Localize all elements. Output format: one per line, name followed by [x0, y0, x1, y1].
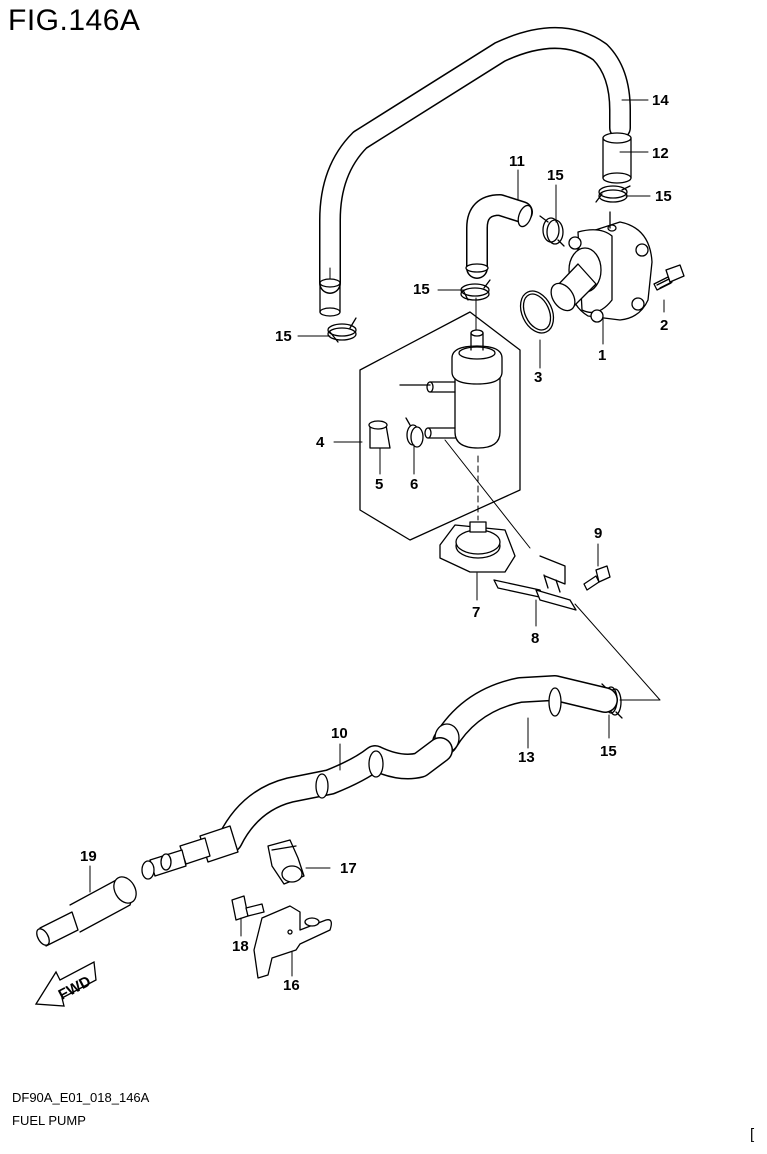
fuel-pump-1 — [550, 211, 653, 323]
hose-10 — [217, 737, 453, 853]
corner-mark: [ — [750, 1126, 755, 1143]
callout-8: 8 — [531, 630, 539, 647]
callout-15-lower: 15 — [600, 743, 617, 760]
callout-2: 2 — [660, 317, 668, 334]
callout-13: 13 — [518, 749, 535, 766]
bolt-18 — [231, 895, 265, 921]
leader-lines — [89, 99, 665, 977]
diagram-code: DF90A_E01_018_146A — [12, 1090, 150, 1105]
callout-14: 14 — [652, 92, 669, 109]
filter-assembly-4 — [359, 311, 521, 541]
callout-11: 11 — [509, 153, 525, 170]
cap-5 — [368, 420, 391, 449]
clip-15-right — [595, 185, 631, 203]
callout-9: 9 — [594, 525, 602, 542]
clip-17 — [267, 839, 305, 885]
hose-12 — [602, 132, 632, 184]
tube-19 — [36, 876, 137, 947]
o-ring-3 — [519, 290, 555, 334]
callout-4: 4 — [316, 434, 325, 451]
callout-3: 3 — [534, 369, 542, 386]
bolt-2 — [653, 264, 685, 291]
callout-5: 5 — [375, 476, 383, 493]
clip-15-left — [327, 317, 357, 343]
bolt-9 — [583, 565, 611, 591]
callout-18: 18 — [232, 938, 249, 955]
callout-17: 17 — [340, 860, 357, 877]
callouts: 14 12 11 15 15 15 15 2 1 3 4 5 6 9 7 8 1… — [80, 92, 672, 994]
callout-15-right: 15 — [655, 188, 672, 205]
callout-15-mid: 15 — [413, 281, 430, 298]
clip-15-top — [539, 215, 565, 247]
clip-6 — [405, 417, 424, 448]
callout-15-top: 15 — [547, 167, 564, 184]
callout-15-left: 15 — [275, 328, 292, 345]
callout-12: 12 — [652, 145, 669, 162]
hose-11 — [465, 194, 533, 279]
callout-10: 10 — [331, 725, 348, 742]
bracket-8 — [493, 555, 577, 611]
hose-14 — [319, 27, 631, 317]
figure-title: FIG.146A — [8, 4, 141, 37]
callout-16: 16 — [283, 977, 300, 994]
callout-7: 7 — [472, 604, 480, 621]
hose-fittings — [141, 825, 239, 880]
callout-6: 6 — [410, 476, 418, 493]
callout-19: 19 — [80, 848, 97, 865]
bracket-7 — [439, 521, 516, 573]
hose-13 — [432, 675, 618, 755]
bracket-16 — [253, 905, 332, 979]
fwd-arrow: FWD — [34, 960, 97, 1007]
clip-15-mid — [460, 279, 491, 301]
callout-1: 1 — [598, 347, 606, 364]
diagram-name: FUEL PUMP — [12, 1113, 86, 1128]
